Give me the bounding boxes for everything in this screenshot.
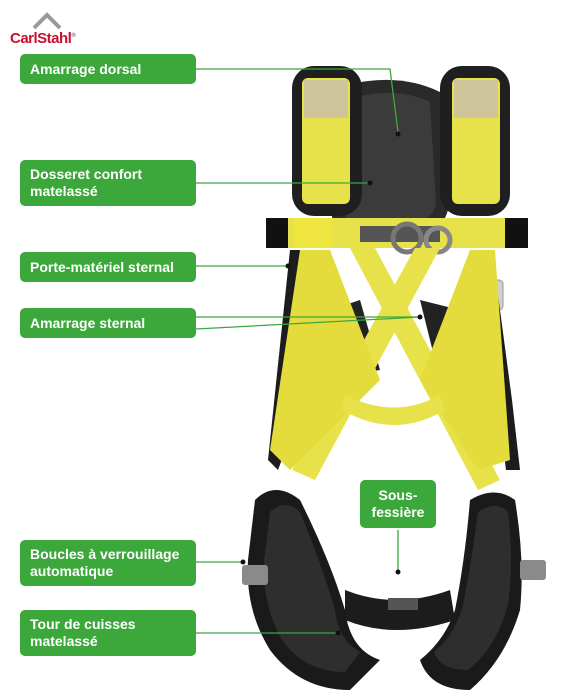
leader-lines — [195, 68, 421, 634]
brand-mark: ® — [71, 33, 76, 39]
roof-icon — [32, 12, 62, 30]
label-amarrage-dorsal: Amarrage dorsal — [20, 54, 196, 84]
label-boucles-verrouillage: Boucles à verrouillage automatique — [20, 540, 196, 586]
brand-logo: CarlStahl® — [8, 6, 88, 47]
leader-sternal-2 — [195, 316, 421, 330]
label-dosseret-confort: Dosseret confort matelassé — [20, 160, 196, 206]
label-amarrage-sternal: Amarrage sternal — [20, 308, 196, 338]
label-sous-fessiere: Sous-fessière — [360, 480, 436, 528]
label-tour-de-cuisses: Tour de cuisses matelassé — [20, 610, 196, 656]
leader-dorsal — [196, 68, 399, 133]
brand-name: CarlStahl — [10, 30, 72, 47]
label-porte-materiel: Porte-matériel sternal — [20, 252, 196, 282]
